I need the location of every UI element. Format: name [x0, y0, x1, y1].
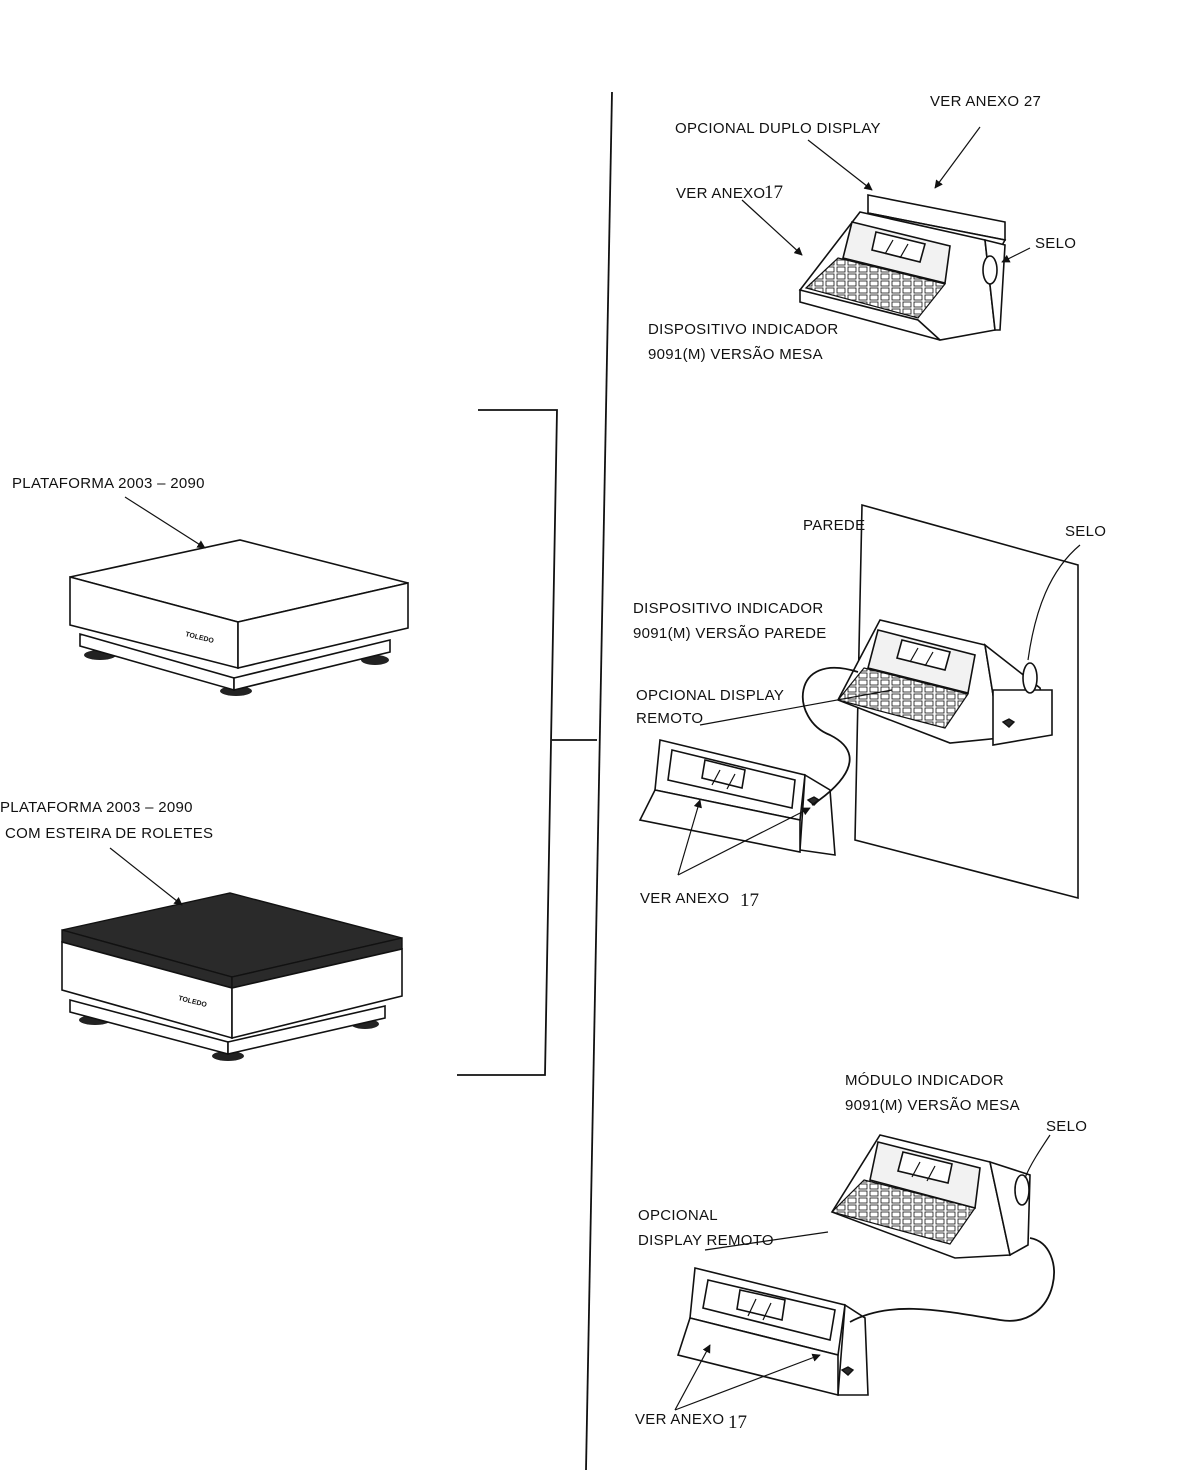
module-desk-version: [830, 1134, 1031, 1259]
leader-anexo-17-bot-a: [674, 1344, 711, 1411]
leader-anexo-17-mid-a: [677, 799, 702, 876]
remote-display-bottom: [676, 1267, 869, 1397]
indicator-desk-double-display: [798, 194, 1007, 341]
leader-selo-mid: [1027, 544, 1081, 661]
remote-display-mid: [638, 739, 836, 856]
label-ver-anexo-17-top: VER ANEXO: [676, 185, 765, 202]
label-selo-mid: SELO: [1065, 523, 1106, 540]
indicator-wall-version: [836, 619, 1053, 746]
label-parede: PAREDE: [803, 517, 865, 534]
label-selo-bot: SELO: [1046, 1118, 1087, 1135]
label-display-remoto-mid-line2: REMOTO: [636, 710, 703, 727]
cable-mid: [801, 666, 859, 806]
label-ver-anexo-17-top-num: 17: [764, 182, 783, 203]
leader-selo-top: [1001, 247, 1031, 263]
leader-anexo-17-top: [741, 199, 803, 256]
cable-bottom: [849, 1237, 1055, 1323]
label-ver-anexo-27: VER ANEXO 27: [930, 93, 1041, 110]
connection-bracket: [457, 409, 558, 1076]
label-plataforma-1: PLATAFORMA 2003 – 2090: [12, 475, 205, 492]
leader-anexo-17-mid-b: [677, 807, 811, 876]
label-display-remoto-bot-line1: OPCIONAL: [638, 1207, 718, 1224]
label-display-remoto-bot-line2: DISPLAY REMOTO: [638, 1232, 774, 1249]
label-plataforma-2-line1: PLATAFORMA 2003 – 2090: [0, 799, 193, 816]
label-selo-top: SELO: [1035, 235, 1076, 252]
leader-anexo-17-bot-b: [674, 1353, 821, 1411]
leader-anexo-27: [934, 126, 981, 189]
leader-duplo-display: [807, 139, 873, 191]
label-ver-anexo-17-bot-num: 17: [728, 1412, 747, 1433]
leader-plataforma-1: [124, 496, 206, 549]
leader-selo-bot: [1024, 1134, 1051, 1179]
platform-plain: TOLEDO: [69, 539, 409, 696]
label-ver-anexo-17-mid: VER ANEXO: [640, 890, 729, 907]
label-disp-mesa-line2: 9091(M) VERSÃO MESA: [648, 346, 823, 363]
label-disp-parede-line1: DISPOSITIVO INDICADOR: [633, 600, 824, 617]
platform-with-rollers: TOLEDO: [61, 892, 403, 1061]
label-ver-anexo-17-mid-num: 17: [740, 890, 759, 911]
label-disp-mesa-line1: DISPOSITIVO INDICADOR: [648, 321, 839, 338]
label-modulo-line2: 9091(M) VERSÃO MESA: [845, 1097, 1020, 1114]
leader-display-remoto-bot: [704, 1231, 829, 1251]
leader-display-remoto-mid: [699, 689, 893, 726]
leader-plataforma-2: [109, 847, 183, 906]
label-plataforma-2-line2: COM ESTEIRA DE ROLETES: [5, 825, 213, 842]
label-modulo-line1: MÓDULO INDICADOR: [845, 1072, 1004, 1089]
label-display-remoto-mid-line1: OPCIONAL DISPLAY: [636, 687, 784, 704]
vertical-divider-line: [585, 91, 613, 1471]
label-disp-parede-line2: 9091(M) VERSÃO PAREDE: [633, 625, 827, 642]
label-ver-anexo-17-bot: VER ANEXO: [635, 1411, 724, 1428]
label-opcional-duplo-display: OPCIONAL DUPLO DISPLAY: [675, 120, 881, 137]
